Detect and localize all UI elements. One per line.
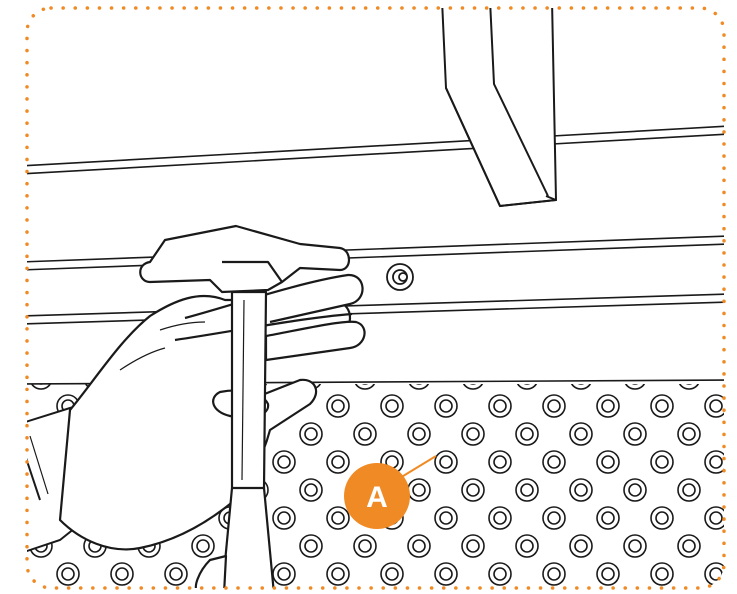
pin-icon <box>387 264 413 290</box>
callout-a: A <box>344 463 410 529</box>
callout-a-label: A <box>366 481 388 514</box>
